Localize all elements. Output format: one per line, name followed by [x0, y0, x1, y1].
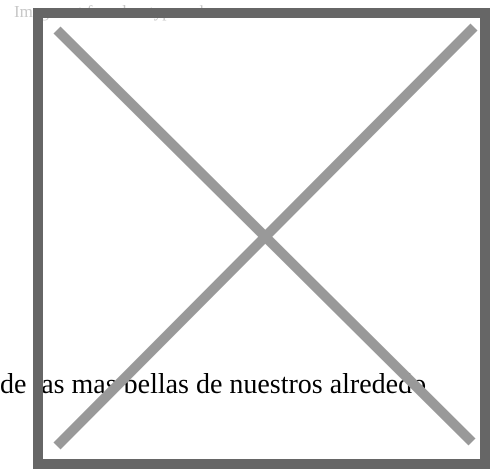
image-frame — [33, 8, 490, 469]
paragraph-text: de las mas bellas de nuestros alrededo — [0, 369, 427, 400]
cross-line-2 — [53, 23, 478, 450]
